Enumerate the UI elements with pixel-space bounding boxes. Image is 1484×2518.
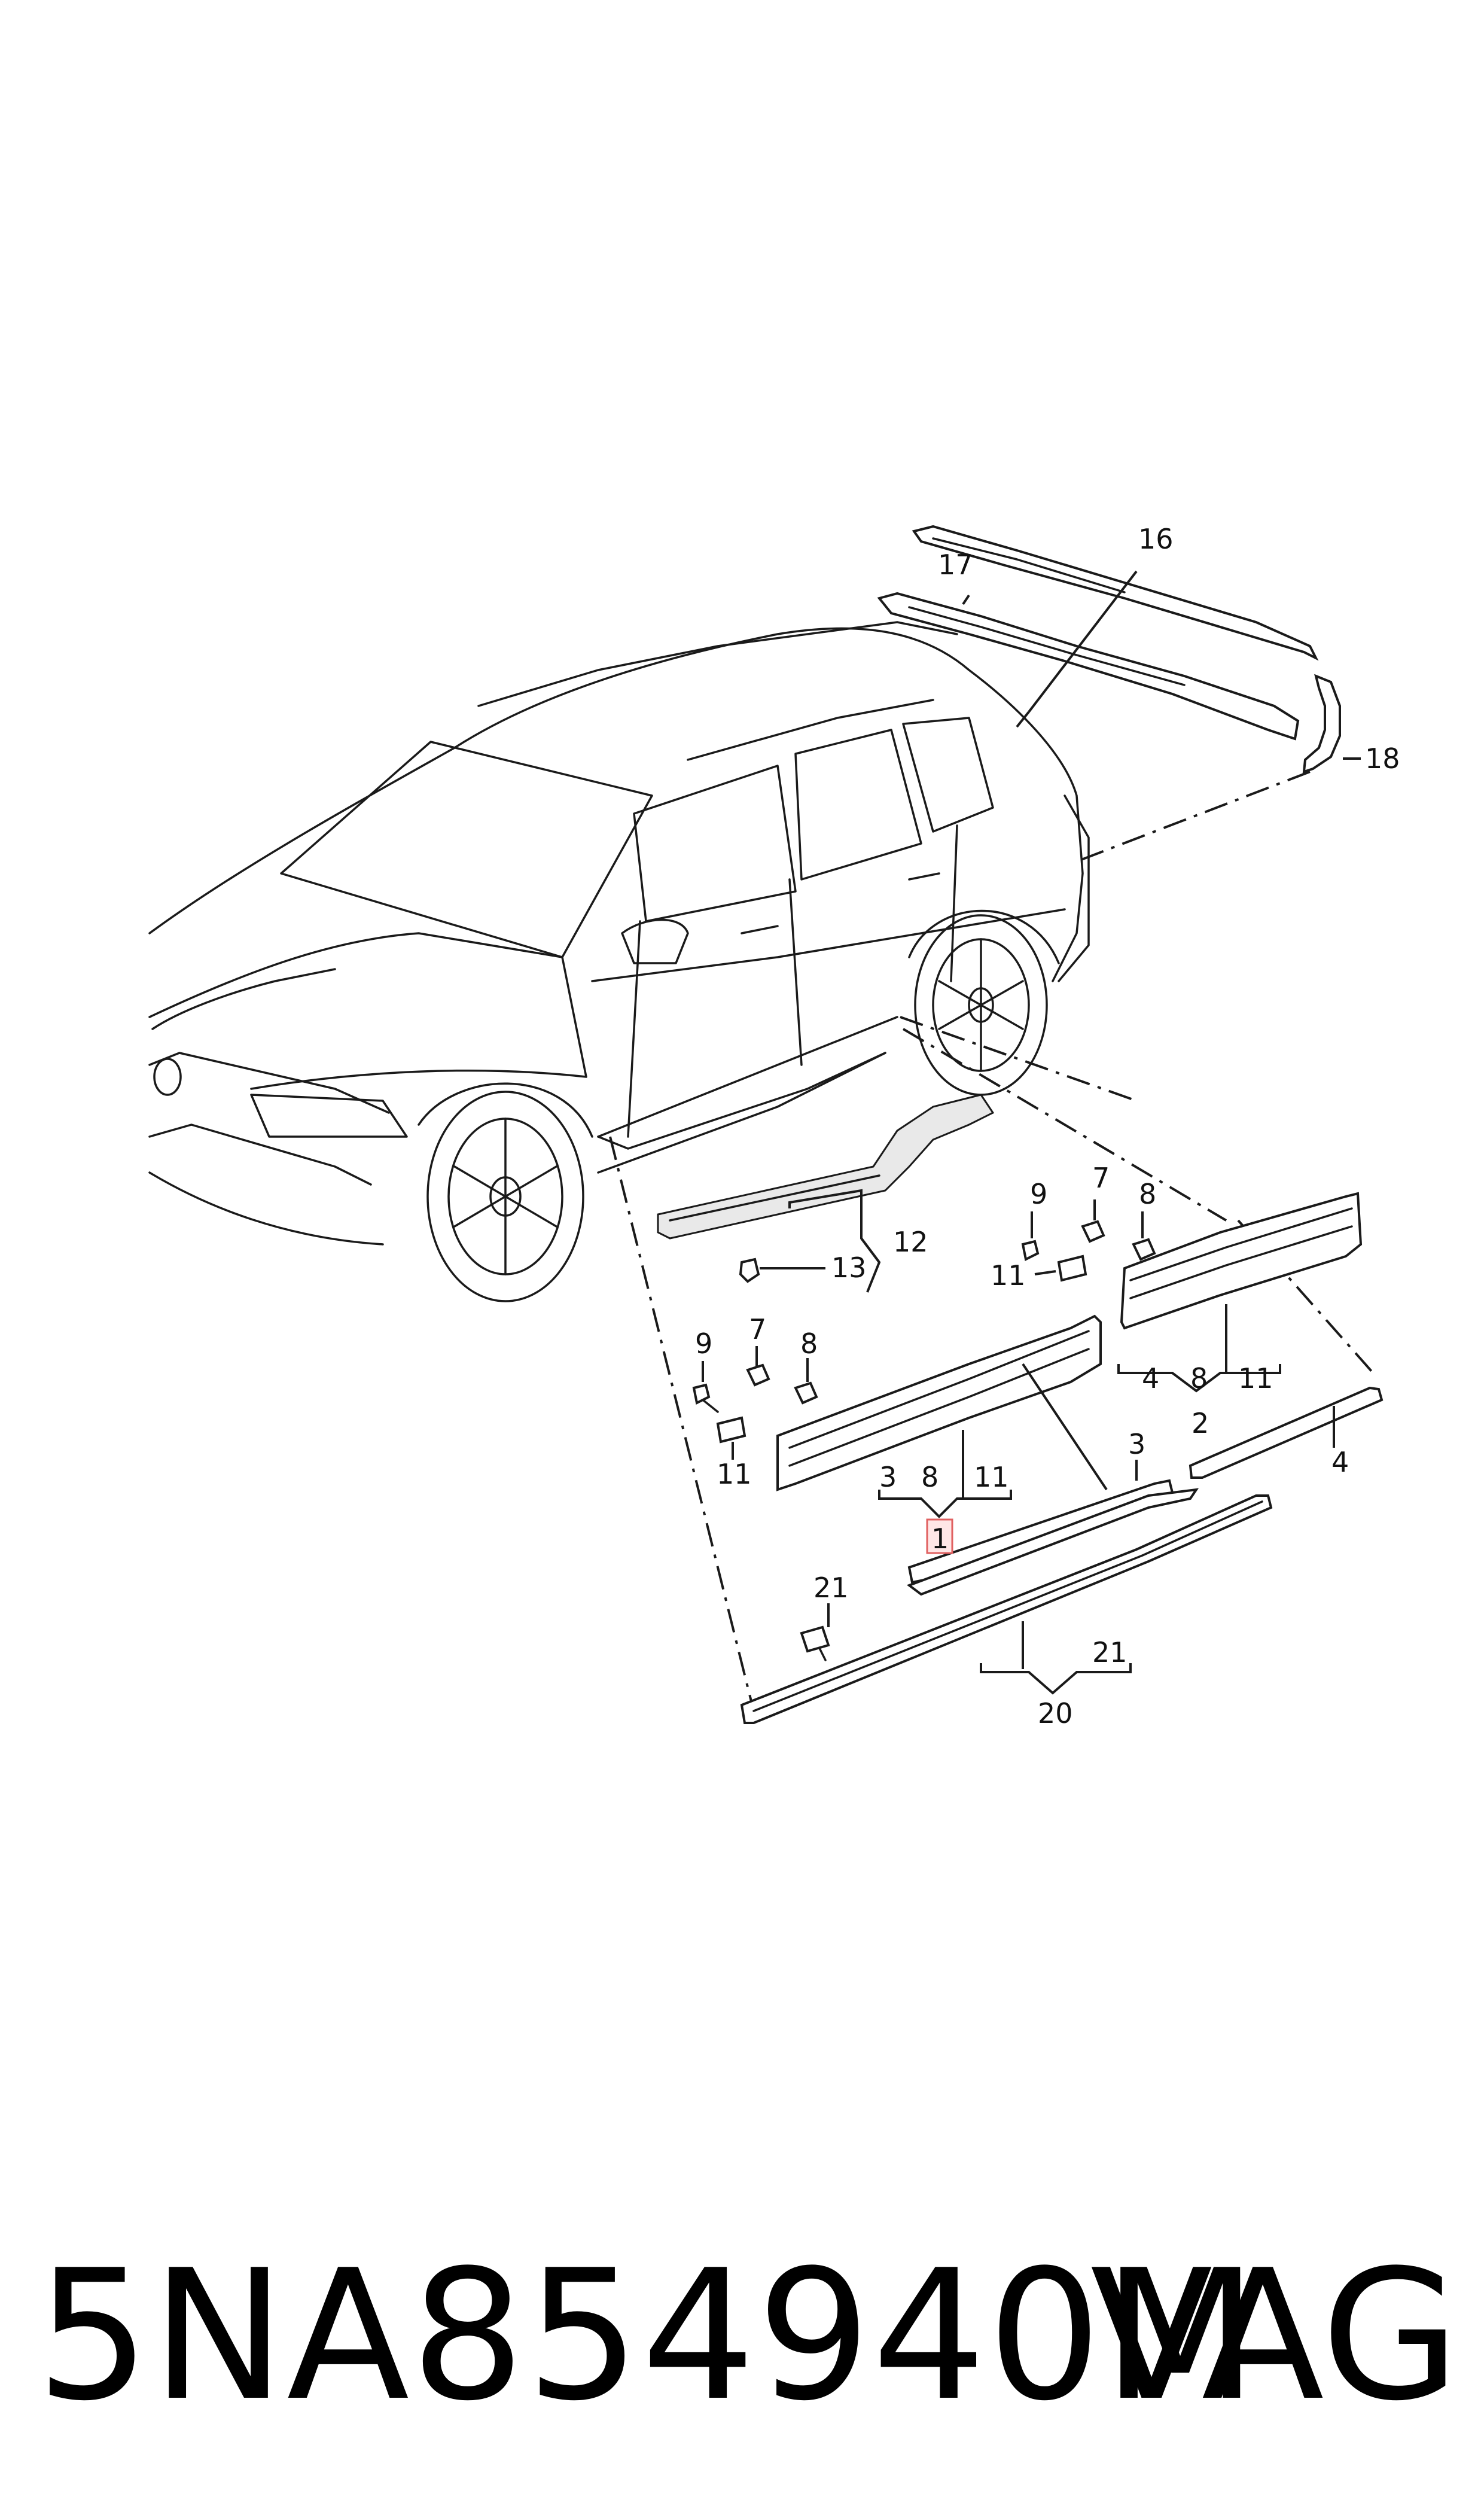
group-bracket-2 — [1117, 1364, 1281, 1393]
front-door-moulding-part-1 — [776, 1314, 1102, 1491]
callout-8b: 8 — [1139, 1178, 1156, 1210]
bolt-part-9a — [692, 1383, 719, 1413]
callout-18: 18 — [1365, 742, 1400, 775]
rear-door-moulding-part-2 — [1120, 1192, 1363, 1330]
callout-3a: 3 — [1128, 1428, 1145, 1460]
callout-9b: 9 — [1030, 1178, 1047, 1210]
roof-rail-part-18 — [1302, 674, 1341, 774]
callout-8a: 8 — [800, 1327, 818, 1360]
leader-11b — [1034, 1270, 1056, 1275]
roof-rail-part-16 — [912, 525, 1319, 661]
callout-11d: 11 — [974, 1461, 1009, 1493]
connector-roof — [1016, 711, 1030, 728]
clip-part-8a — [794, 1381, 818, 1405]
leader-16 — [1028, 570, 1138, 713]
footer: 5NA854940M VAG — [0, 2237, 1484, 2435]
bracket-part-11a — [716, 1416, 746, 1444]
group-bracket-1 — [878, 1490, 1012, 1518]
callout-21b: 21 — [1092, 1636, 1128, 1668]
callout-11b: 11 — [991, 1259, 1026, 1292]
callout-7a: 7 — [749, 1313, 766, 1345]
group-bracket-20 — [980, 1663, 1132, 1695]
brand-text: VAG — [1090, 2231, 1460, 2440]
sill-panel-part-12 — [657, 1094, 995, 1240]
part-number-text: 5NA854940M — [36, 2231, 1259, 2440]
bracket-part-11b — [1057, 1255, 1087, 1282]
clip-part-13 — [739, 1258, 760, 1283]
clip-part-7a — [746, 1363, 770, 1387]
callout-16: 16 — [1138, 523, 1174, 555]
callout-2: 2 — [1192, 1407, 1209, 1439]
callout-8d: 8 — [921, 1461, 938, 1493]
connector-rear — [1076, 771, 1311, 863]
connector-sill — [609, 1136, 758, 1724]
callout-8c: 8 — [1190, 1362, 1208, 1395]
leader-3a-main — [1022, 1363, 1108, 1491]
callout-13: 13 — [831, 1252, 867, 1284]
leader-17 — [962, 594, 970, 605]
trim-strip-part-4 — [1189, 1386, 1384, 1479]
clip-part-8b — [1132, 1238, 1156, 1261]
clip-part-7b — [1081, 1220, 1105, 1243]
callout-11c: 11 — [1238, 1362, 1273, 1395]
sill-moulding-part-20-inner — [906, 1488, 1199, 1596]
callout-1: 1 — [931, 1523, 949, 1555]
vehicle-illustration — [148, 621, 1090, 1302]
callout-3b: 3 — [879, 1461, 897, 1493]
bolt-part-9b — [1021, 1240, 1040, 1261]
roof-rail-part-17 — [877, 592, 1300, 741]
callout-20: 20 — [1038, 1697, 1073, 1730]
callout-21a: 21 — [813, 1572, 849, 1604]
callout-4b: 4 — [1331, 1446, 1349, 1478]
callout-12: 12 — [893, 1226, 928, 1258]
callout-1-highlight — [926, 1518, 953, 1554]
clip-part-21a — [800, 1625, 830, 1661]
leader-12b — [860, 1237, 881, 1293]
callout-4a: 4 — [1142, 1362, 1159, 1395]
sill-moulding-part-20 — [740, 1494, 1273, 1724]
callout-11a: 11 — [717, 1458, 752, 1490]
callout-7b: 7 — [1092, 1162, 1110, 1194]
callout-17: 17 — [938, 549, 973, 581]
parts-diagram: 16 17 18 12 13 9 7 8 11 4 8 11 2 4 9 7 8… — [148, 523, 1400, 1730]
callout-9a: 9 — [695, 1327, 712, 1360]
